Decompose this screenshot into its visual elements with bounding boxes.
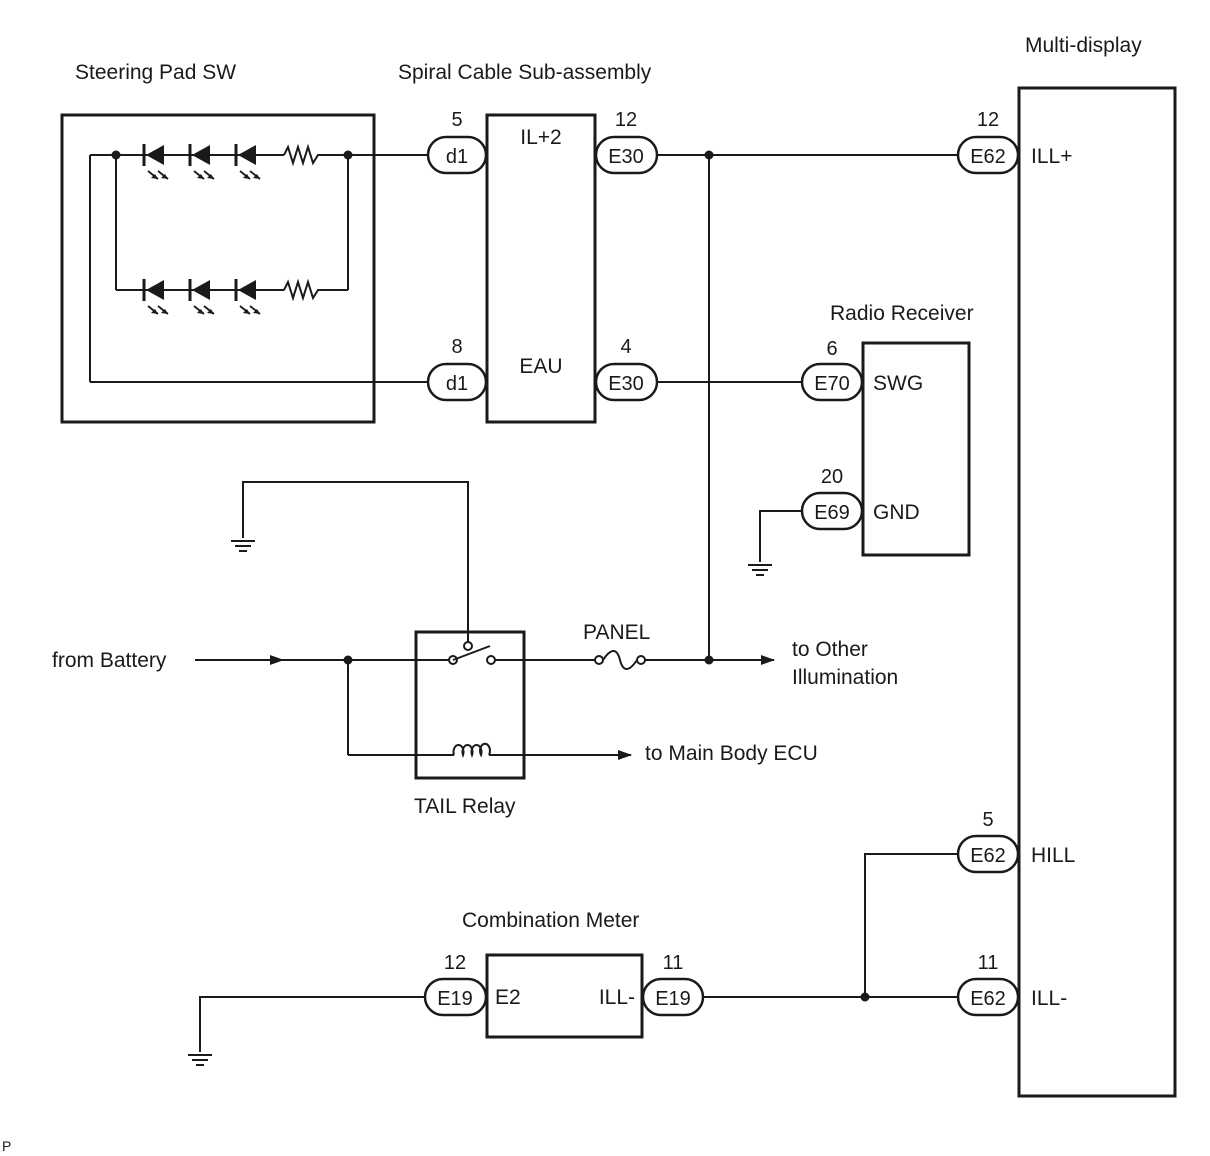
radio-receiver-label: Radio Receiver xyxy=(830,302,974,325)
connector-d1-bottom: d1 8 xyxy=(426,336,488,402)
terminal-ill-minus: ILL- xyxy=(1031,987,1067,1010)
tail-relay-label: TAIL Relay xyxy=(414,795,516,818)
combination-meter-label: Combination Meter xyxy=(462,909,639,932)
svg-text:E69: E69 xyxy=(814,502,850,524)
radio-receiver-box xyxy=(861,341,971,557)
connector-e70: E70 6 xyxy=(800,338,864,402)
panel-fuse-label: PANEL xyxy=(583,621,650,644)
ground-icon xyxy=(747,564,773,576)
to-other-label-line1: to Other xyxy=(792,638,868,661)
to-main-body-label: to Main Body ECU xyxy=(645,742,818,765)
multi-display-label: Multi-display xyxy=(1025,34,1142,57)
ground-icon xyxy=(187,1054,213,1066)
svg-text:E70: E70 xyxy=(814,373,850,395)
svg-text:20: 20 xyxy=(821,466,843,488)
svg-text:E30: E30 xyxy=(608,146,644,168)
terminal-e2: E2 xyxy=(495,986,521,1009)
tail-relay-box xyxy=(414,630,526,780)
spiral-cable-label: Spiral Cable Sub-assembly xyxy=(398,61,652,84)
connector-e19-right: E19 11 xyxy=(641,952,705,1017)
relay-coil xyxy=(452,742,491,759)
svg-text:E62: E62 xyxy=(970,146,1006,168)
relay-switch xyxy=(448,641,496,665)
terminal-meter-ill-minus: ILL- xyxy=(599,986,635,1009)
connector-e62-hill: E62 5 xyxy=(956,809,1020,874)
connector-e62-ill-plus: E62 12 xyxy=(956,109,1020,175)
steering-pad-sw-label: Steering Pad SW xyxy=(75,61,236,84)
svg-text:E30: E30 xyxy=(608,373,644,395)
connector-d1-top: d1 5 xyxy=(426,109,488,175)
steering-pad-circuit xyxy=(89,142,353,382)
connector-e69: E69 20 xyxy=(800,466,864,531)
panel-fuse xyxy=(594,650,646,670)
svg-text:E19: E19 xyxy=(655,988,691,1010)
wires xyxy=(90,150,958,1052)
svg-text:6: 6 xyxy=(826,338,837,360)
ground-icon xyxy=(230,540,256,552)
terminal-swg: SWG xyxy=(873,372,923,395)
svg-text:8: 8 xyxy=(451,336,462,358)
svg-text:E19: E19 xyxy=(437,988,473,1010)
spiral-cable-box xyxy=(485,113,597,424)
to-other-label-line2: Illumination xyxy=(792,666,898,689)
svg-text:E62: E62 xyxy=(970,845,1006,867)
terminal-il2: IL+2 xyxy=(520,126,561,149)
terminal-eau: EAU xyxy=(519,355,562,378)
svg-text:4: 4 xyxy=(620,336,631,358)
terminal-hill: HILL xyxy=(1031,844,1075,867)
connector-e62-ill-minus: E62 11 xyxy=(956,952,1020,1017)
steering-pad-sw-box xyxy=(60,113,376,424)
corner-mark: P xyxy=(2,1138,11,1154)
svg-text:E62: E62 xyxy=(970,988,1006,1010)
connector-e30-bottom: E30 4 xyxy=(594,336,659,402)
terminal-gnd: GND xyxy=(873,501,920,524)
from-battery-label: from Battery xyxy=(52,649,167,672)
connector-e19-left: E19 12 xyxy=(423,952,488,1017)
terminal-ill-plus: ILL+ xyxy=(1031,145,1072,168)
svg-text:11: 11 xyxy=(663,952,684,974)
svg-text:12: 12 xyxy=(977,109,999,131)
svg-text:12: 12 xyxy=(444,952,466,974)
svg-text:5: 5 xyxy=(451,109,462,131)
svg-text:12: 12 xyxy=(615,109,637,131)
multi-display-box xyxy=(1017,86,1177,1098)
svg-text:11: 11 xyxy=(978,952,999,974)
svg-text:d1: d1 xyxy=(446,146,468,168)
svg-text:5: 5 xyxy=(982,809,993,831)
connector-e30-top: E30 12 xyxy=(594,109,659,175)
svg-text:d1: d1 xyxy=(446,373,468,395)
